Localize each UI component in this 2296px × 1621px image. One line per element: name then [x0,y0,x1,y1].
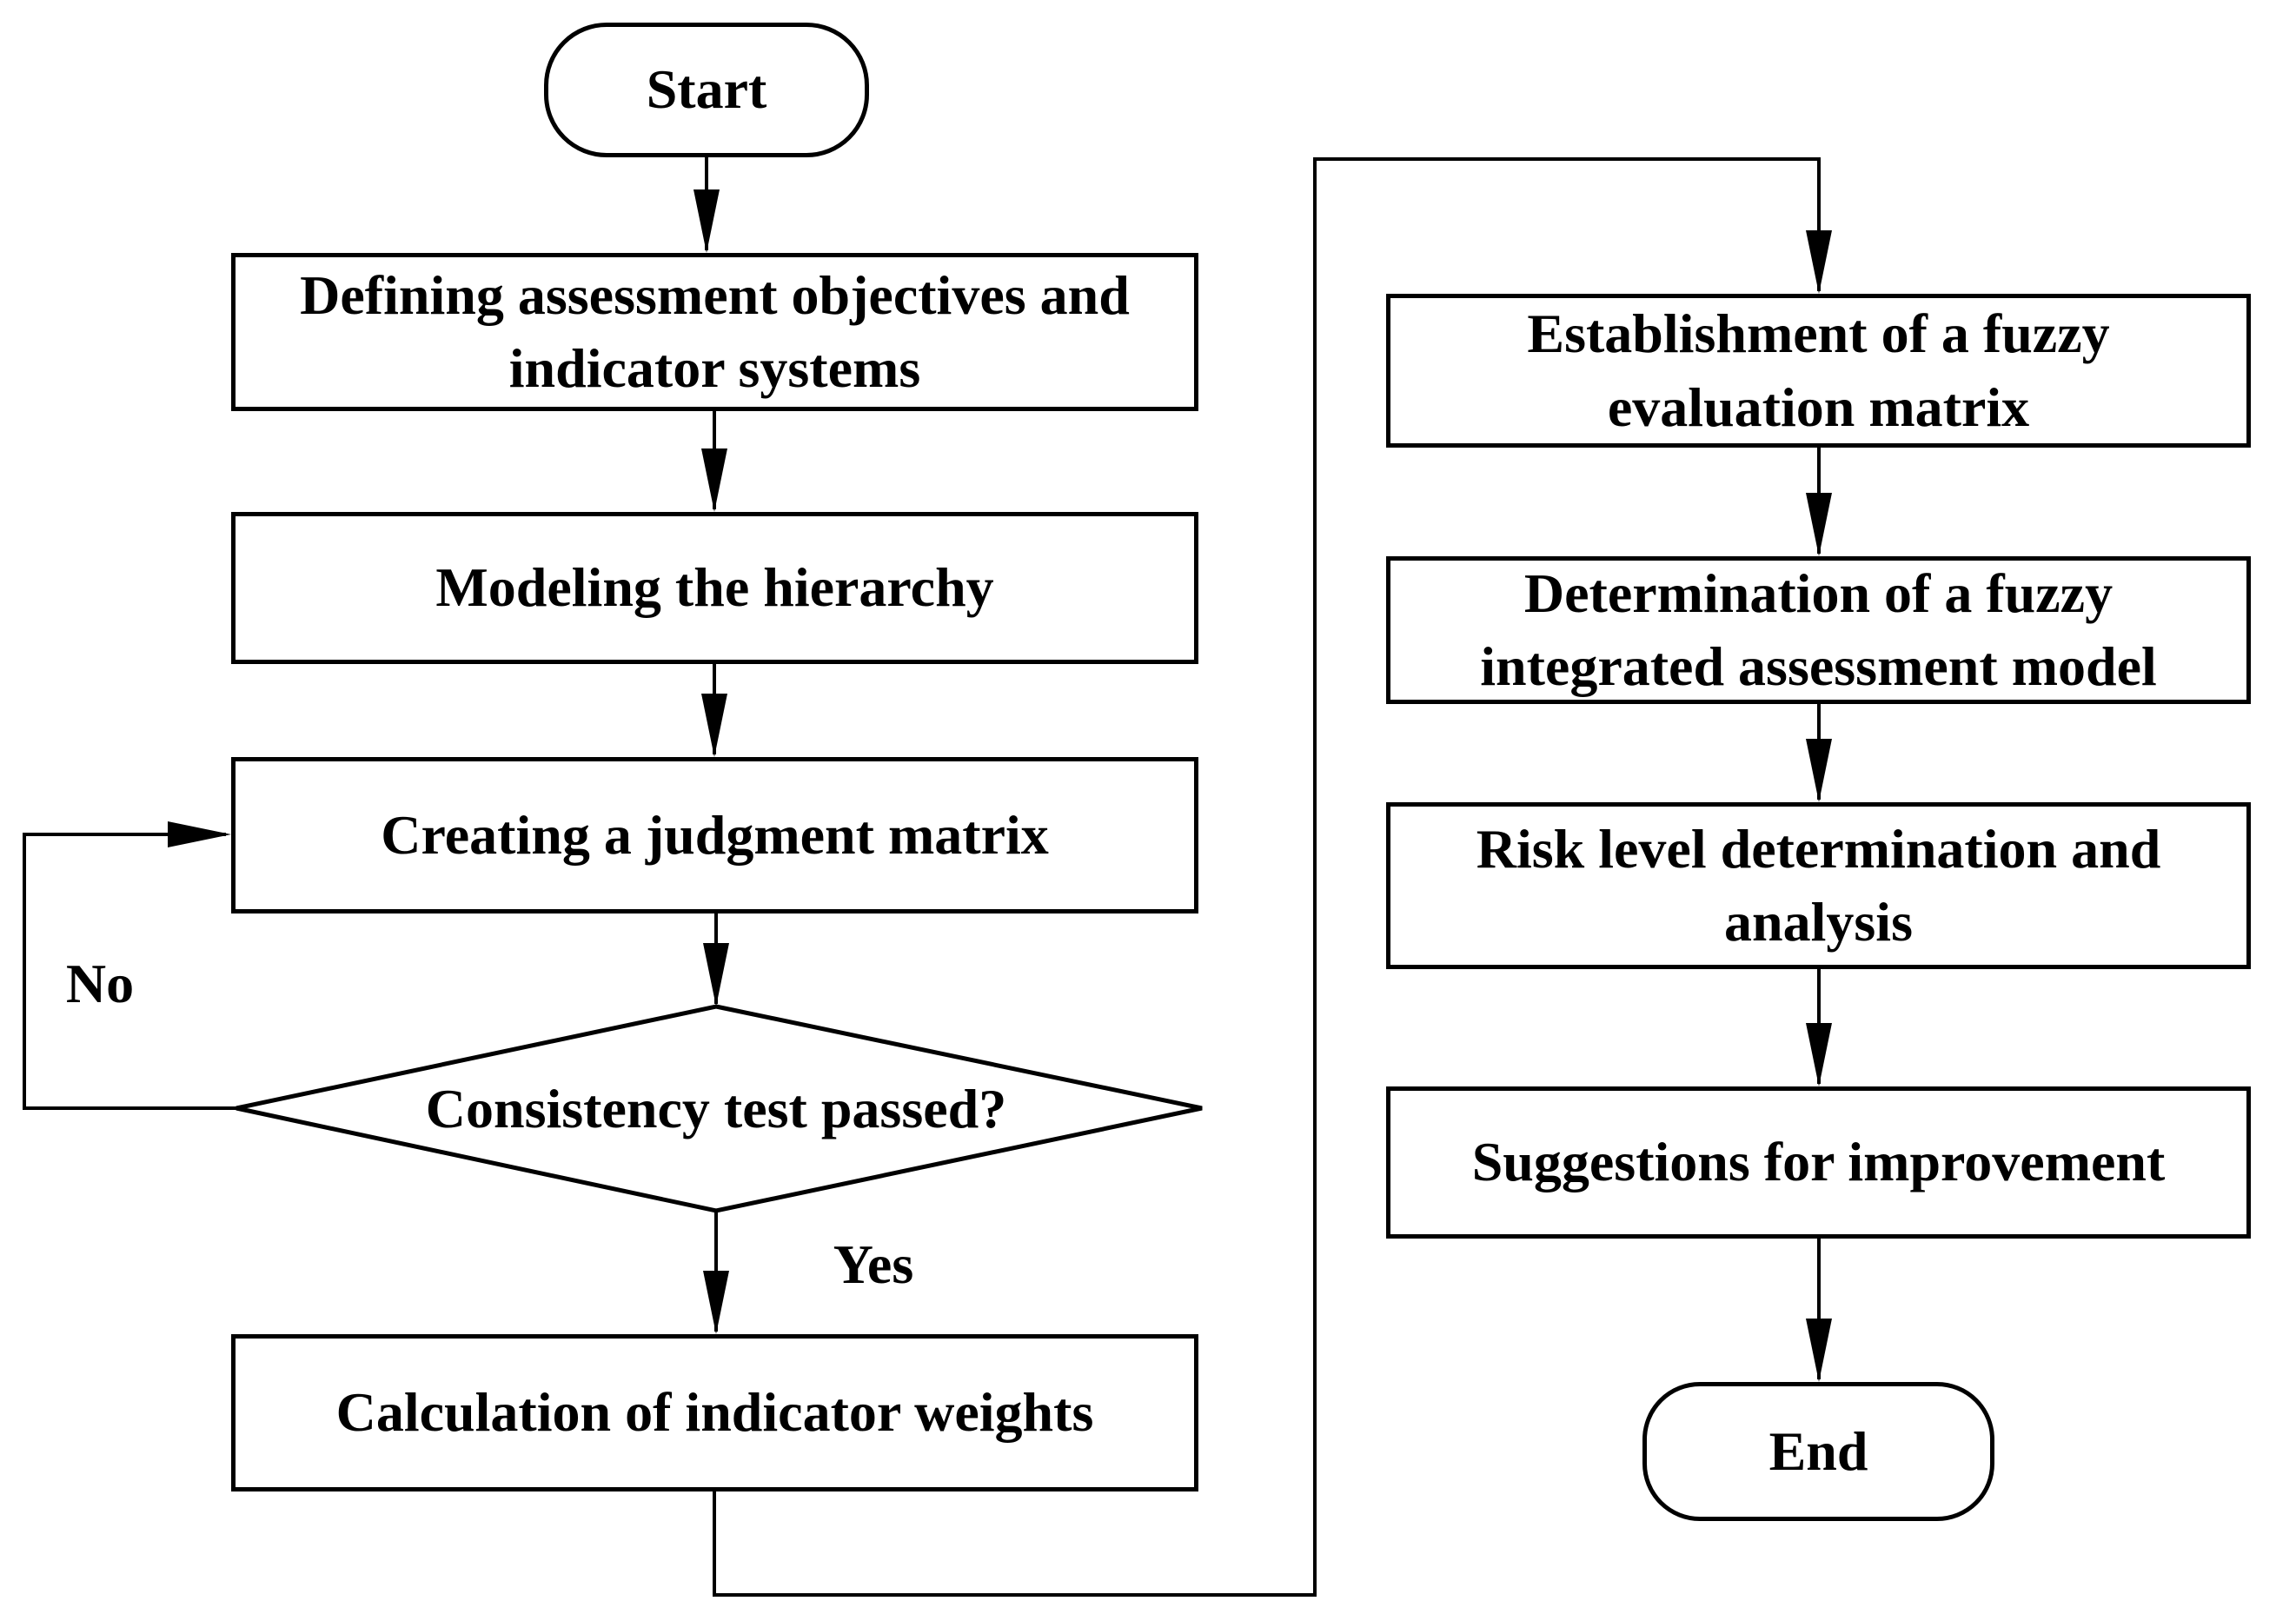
arrow-no-loop [23,833,236,1110]
process-risk-level-determination-label: Risk level determination and analysis [1476,817,2161,953]
arrowhead-consistency-calculation [703,1271,729,1334]
arrowhead-start-defining [693,189,720,253]
arrowhead-no-loop [168,821,231,847]
start-node-label: Start [646,58,767,121]
process-modeling-hierarchy: Modeling the hierarchy [231,512,1198,664]
arrowhead-risk-suggestions [1806,1023,1832,1086]
process-risk-level-determination: Risk level determination and analysis [1386,802,2251,969]
arrowhead-modeling-creating [701,694,727,757]
decision-consistency-test: Consistency test passed? [325,1075,1107,1143]
process-creating-judgment-matrix: Creating a judgment matrix [231,757,1198,913]
end-node: End [1642,1382,1994,1521]
process-establishment-fuzzy-matrix: Establishment of a fuzzy evaluation matr… [1386,294,2251,448]
process-calculation-weights: Calculation of indicator weights [231,1334,1198,1491]
process-establishment-fuzzy-matrix-label: Establishment of a fuzzy evaluation matr… [1527,302,2110,438]
arrowhead-defining-modeling [701,448,727,512]
decision-consistency-test-label: Consistency test passed? [425,1078,1007,1139]
arrowhead-creating-consistency [703,943,729,1006]
process-defining-objectives-label: Defining assessment objectives and indic… [300,263,1130,399]
start-node: Start [544,23,869,157]
process-determination-fuzzy-model-label: Determination of a fuzzy integrated asse… [1480,561,2157,697]
decision-diamond-shape [236,1004,1203,1213]
arrowhead-calculation-establishment [1806,230,1832,294]
arrowhead-suggestions-end [1806,1319,1832,1382]
process-suggestions-improvement-label: Suggestions for improvement [1471,1131,2166,1193]
process-suggestions-improvement: Suggestions for improvement [1386,1086,2251,1239]
process-modeling-hierarchy-label: Modeling the hierarchy [435,556,994,619]
edge-label-yes-text: Yes [833,1233,914,1295]
arrow-calculation-establishment [713,157,1821,1597]
arrowhead-establishment-determination [1806,493,1832,556]
edge-label-yes: Yes [786,1230,960,1299]
process-calculation-weights-label: Calculation of indicator weights [335,1381,1094,1444]
edge-label-no-text: No [65,953,135,1014]
process-determination-fuzzy-model: Determination of a fuzzy integrated asse… [1386,556,2251,704]
process-defining-objectives: Defining assessment objectives and indic… [231,253,1198,411]
arrowhead-determination-risk [1806,739,1832,802]
process-creating-judgment-matrix-label: Creating a judgment matrix [381,803,1049,866]
end-node-label: End [1768,1419,1868,1482]
edge-label-no: No [35,949,165,1019]
